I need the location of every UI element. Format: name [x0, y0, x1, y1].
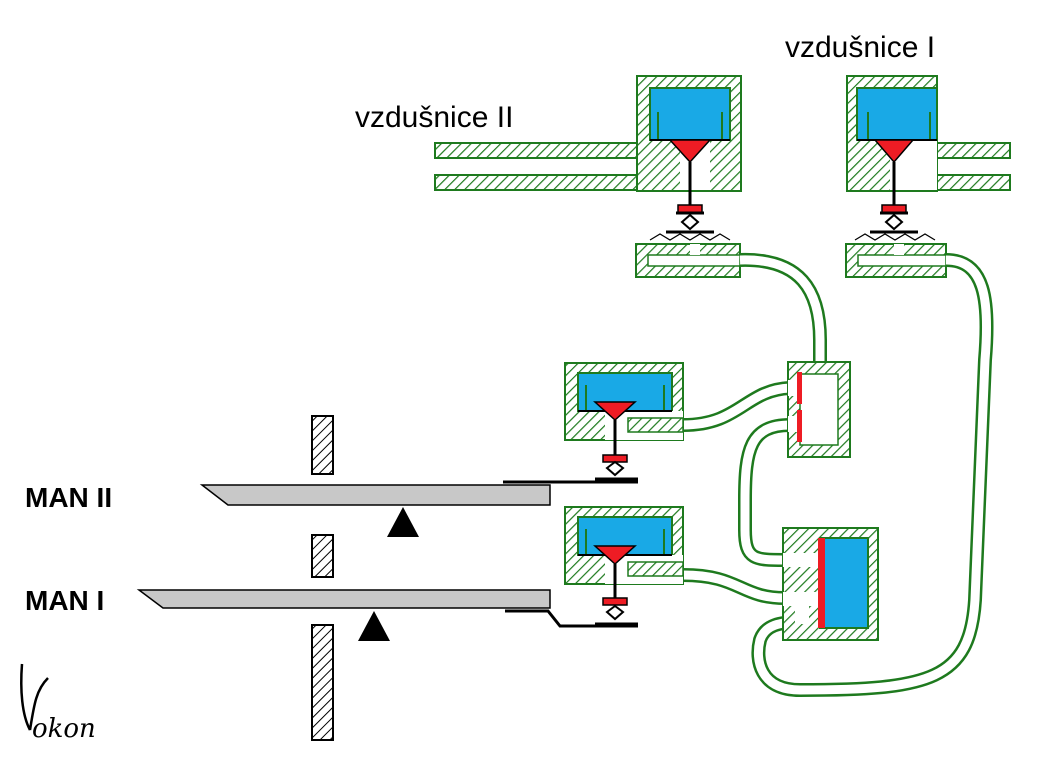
pneumatic-bellows-2: [635, 243, 741, 278]
pallet-box-man-1: [564, 506, 684, 626]
pulldown-2: [649, 204, 731, 241]
signature-text: okon: [32, 714, 96, 744]
key-man-2: [199, 480, 638, 537]
coupler-motor: [782, 527, 879, 641]
tubes: [682, 252, 994, 698]
pulldown-1: [854, 204, 936, 241]
key-man-1: [136, 589, 638, 641]
pneumatic-bellows-1: [845, 243, 947, 278]
air-channel-2-label: vzdušnice II: [355, 101, 513, 134]
relay-box: [787, 361, 851, 458]
signature: okon: [20, 663, 96, 744]
manual-1-label: MAN I: [25, 585, 104, 616]
pallet-box-1: [846, 75, 938, 205]
pallet-box-man-2: [564, 362, 684, 481]
air-channel-1-label: vzdušnice I: [785, 31, 935, 64]
pallet-box-2: [636, 75, 742, 205]
air-channel-1: [934, 142, 1011, 191]
manual-2-label: MAN II: [25, 482, 112, 513]
key-frame: [311, 415, 334, 741]
